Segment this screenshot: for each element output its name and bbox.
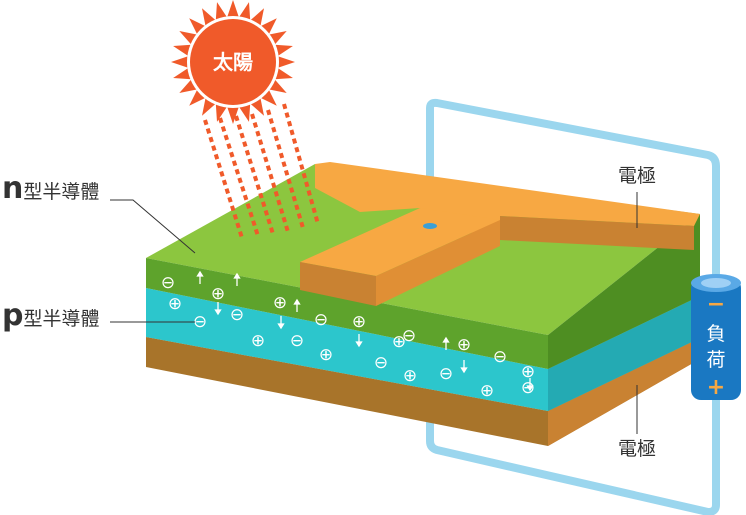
electrode xyxy=(300,162,700,306)
n-layer-label: n型半導體 xyxy=(2,174,99,204)
hole-symbol: ⊕ xyxy=(168,294,182,314)
hole-symbol: ⊕ xyxy=(392,332,406,352)
leader-lines xyxy=(110,192,638,434)
arrow-head xyxy=(460,367,468,374)
arrow-head xyxy=(526,385,534,392)
sun: 太陽 xyxy=(171,0,295,124)
hole-symbol: ⊕ xyxy=(251,331,265,351)
electron-symbol: ⊖ xyxy=(493,347,507,367)
p-layer-text: 型半導體 xyxy=(23,308,100,330)
p-layer-label: p型半導體 xyxy=(2,301,100,331)
arrow-head xyxy=(355,341,363,348)
hole-symbol: ⊕ xyxy=(273,293,287,313)
hole-symbol: ⊕ xyxy=(319,345,333,365)
electrode-bottom-label: 電極 xyxy=(618,438,656,460)
battery-minus: − xyxy=(707,292,725,317)
carrier-arrows xyxy=(196,270,534,392)
hole-symbol: ⊕ xyxy=(521,362,535,382)
wire-contact xyxy=(423,223,437,229)
arrow-head xyxy=(277,323,285,330)
arrow-head xyxy=(214,309,222,316)
hole-symbol: ⊕ xyxy=(352,312,366,332)
electron-symbol: ⊖ xyxy=(290,331,304,351)
electron-symbol: ⊖ xyxy=(161,273,175,293)
battery-label-2: 荷 xyxy=(706,349,725,371)
hole-symbol: ⊕ xyxy=(403,366,417,386)
n-layer-text: 型半導體 xyxy=(23,181,100,203)
arrow-head xyxy=(442,336,450,343)
arrow-head xyxy=(196,270,204,277)
electron-symbol: ⊖ xyxy=(439,364,453,384)
sun-label: 太陽 xyxy=(213,50,253,74)
electron-symbol: ⊖ xyxy=(193,312,207,332)
electron-symbol: ⊖ xyxy=(402,326,416,346)
electron-symbol: ⊖ xyxy=(314,310,328,330)
arrow-head xyxy=(293,298,301,305)
arrow-head xyxy=(233,272,241,279)
light-rays xyxy=(203,103,320,239)
p-prefix: p xyxy=(2,298,24,333)
base-layer xyxy=(146,333,700,446)
battery-label-1: 負 xyxy=(706,323,725,345)
hole-symbol: ⊕ xyxy=(457,335,471,355)
n-prefix: n xyxy=(2,171,24,206)
battery-plus: + xyxy=(707,375,725,400)
electrode-top-label: 電極 xyxy=(618,165,656,187)
p-layer xyxy=(146,288,700,411)
load-battery: − 負 荷 + xyxy=(691,274,741,400)
hole-symbol: ⊕ xyxy=(480,381,494,401)
charge-symbols: ⊕⊕⊕⊕⊕⊕⊕⊕⊕⊕⊕⊖⊖⊖⊖⊖⊖⊖⊖⊖⊖ xyxy=(161,273,535,401)
hole-symbol: ⊕ xyxy=(211,284,225,304)
electron-symbol: ⊖ xyxy=(374,353,388,373)
electron-symbol: ⊖ xyxy=(230,305,244,325)
